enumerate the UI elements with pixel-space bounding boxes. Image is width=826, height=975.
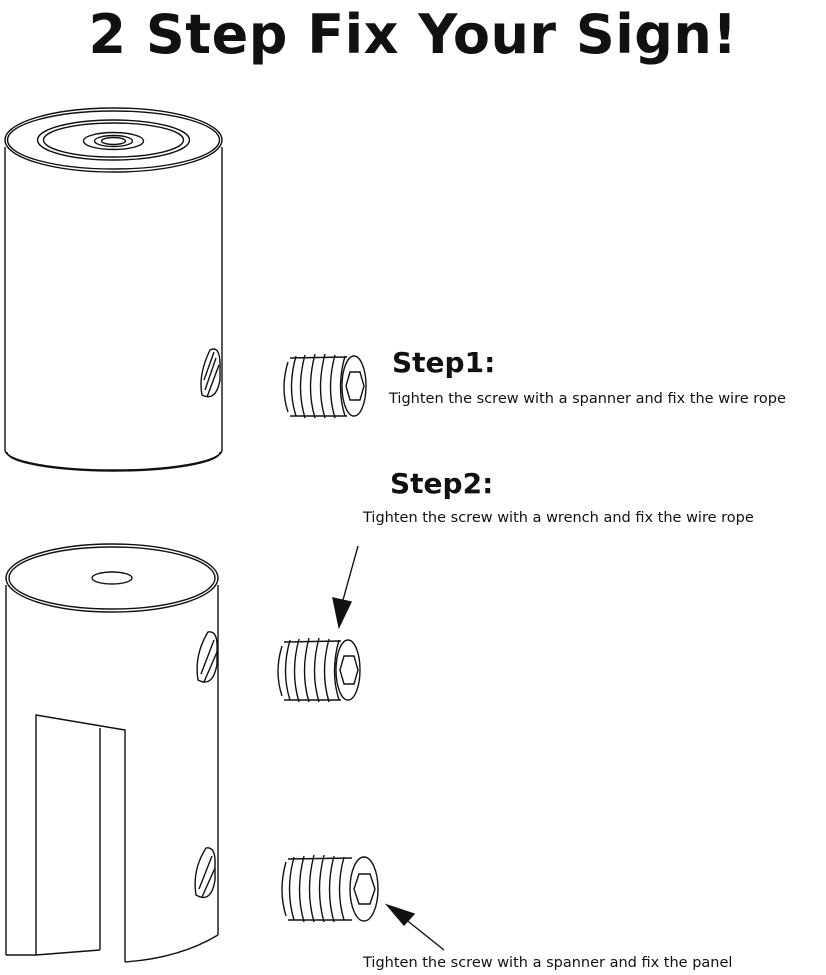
step1-label: Step1: [392, 346, 496, 379]
page-title: 2 Step Fix Your Sign! [88, 3, 738, 66]
arrow-icon [384, 903, 445, 951]
wire-rope-cylinder-icon [4, 107, 223, 472]
set-screw-icon [277, 637, 361, 703]
set-screw-icon [283, 353, 367, 419]
step2-label: Step2: [390, 467, 494, 500]
arrow-icon [332, 545, 359, 630]
set-screw-icon [281, 854, 379, 923]
step1-text: Tighten the screw with a spanner and fix… [389, 391, 786, 407]
step2-text: Tighten the screw with a wrench and fix … [363, 510, 754, 526]
step3-text: Tighten the screw with a spanner and fix… [363, 955, 733, 971]
panel-clamp-cylinder-icon [5, 543, 219, 963]
